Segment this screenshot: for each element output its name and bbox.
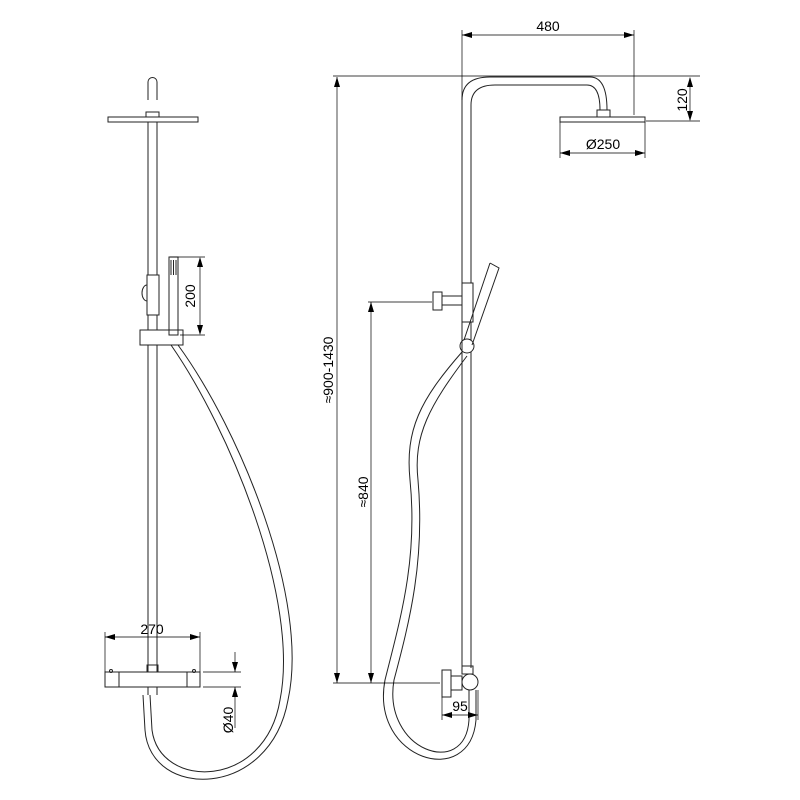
riser-pipe-and-arm: [461, 76, 608, 668]
slider-knob: [141, 284, 148, 302]
rain-shower-head: [107, 116, 199, 123]
dimension-total-height-label: ≈900-1430: [320, 336, 336, 403]
lower-wall-mount: [441, 669, 452, 698]
shower-bracket: [139, 329, 184, 346]
shower-hose: [142, 344, 293, 780]
dimension-840-label: ≈840: [355, 476, 371, 507]
dimension-total-height: [333, 77, 440, 684]
upper-wall-mount: [432, 291, 443, 311]
head-connector: [596, 109, 611, 118]
dimension-diameter-40-label: Ø40: [220, 707, 236, 734]
dimension-200-label: 200: [182, 284, 198, 308]
dimension-200: [170, 256, 205, 336]
dimension-270-label: 270: [140, 621, 164, 637]
swivel-joint: [459, 338, 475, 354]
dimension-120-label: 120: [674, 88, 690, 112]
dimension-480-label: 480: [536, 18, 560, 34]
riser-pipe: [147, 77, 158, 672]
slider-body: [146, 274, 160, 316]
lower-connector: [461, 673, 479, 691]
hand-shower-nozzles: [170, 260, 177, 275]
dimension-diameter-250-label: Ø250: [586, 136, 620, 152]
side-view: 480 120 Ø250 ≈900-1430 ≈840 95: [320, 18, 700, 760]
dimension-diameter-250: [559, 122, 646, 158]
dimension-480: [461, 30, 635, 115]
thermostat-connector: [146, 664, 159, 673]
dimension-840: [368, 301, 432, 683]
dimension-95-label: 95: [452, 698, 468, 714]
dimension-270: [104, 632, 201, 672]
slider-body: [461, 282, 474, 323]
hand-shower: [463, 262, 500, 346]
front-view: 200 270 Ø40: [104, 77, 293, 780]
shower-hose: [383, 351, 477, 760]
dimension-diameter-40: [203, 652, 241, 728]
rain-shower-head: [559, 116, 646, 123]
head-connector: [145, 111, 160, 118]
dimension-120: [333, 75, 700, 122]
